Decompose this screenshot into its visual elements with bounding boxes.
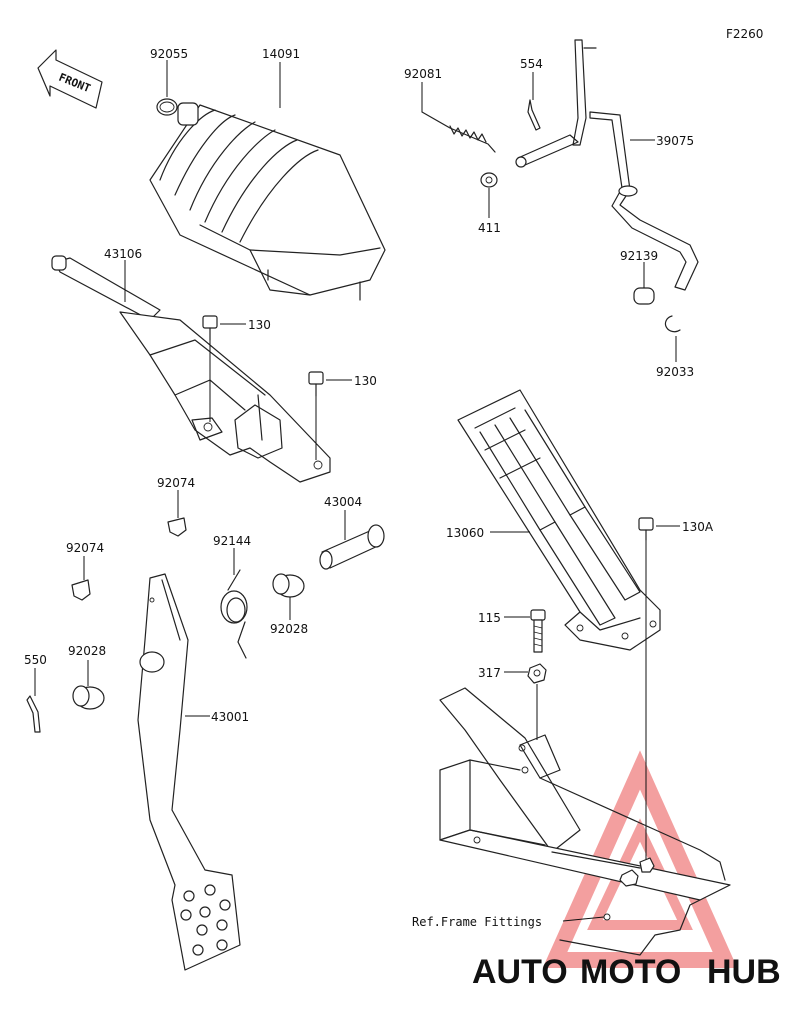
callout-130-a: 130 (248, 318, 271, 332)
callout-550: 550 (24, 653, 47, 667)
callout-39075: 39075 (656, 134, 694, 148)
cotter-pin-554 (527, 99, 541, 131)
callout-92055: 92055 (150, 47, 188, 61)
callout-554: 554 (520, 57, 543, 71)
front-arrow-icon: FRONT (37, 49, 103, 109)
frame-fittings (439, 687, 731, 956)
watermark-auto: AUTO (472, 953, 568, 991)
callout-317: 317 (478, 666, 501, 680)
callout-92074-b: 92074 (66, 541, 104, 555)
callout-14091: 14091 (262, 47, 300, 61)
cover-14091 (149, 102, 386, 301)
callout-130A: 130A (682, 520, 714, 534)
callout-13060: 13060 (446, 526, 484, 540)
callout-411: 411 (478, 221, 501, 235)
bolt-130-a (202, 315, 218, 422)
bushing-92028-b (72, 685, 105, 710)
lever-43106 (51, 255, 331, 483)
watermark-moto: MOTO (580, 953, 681, 991)
watermark-hub: HUB (707, 953, 781, 991)
spring-92081 (421, 111, 496, 153)
callout-92033: 92033 (656, 365, 694, 379)
o-ring-92055 (156, 98, 178, 116)
rod-39075 (515, 39, 699, 291)
callout-92074-a: 92074 (157, 476, 195, 490)
bolt-130A (638, 517, 654, 860)
bolt-115 (530, 609, 546, 653)
callout-130-b: 130 (354, 374, 377, 388)
bushing-92028-a (272, 573, 305, 598)
washer-411 (480, 172, 498, 188)
brake-pedal-43001 (137, 573, 241, 971)
callout-92144: 92144 (213, 534, 251, 548)
callout-92139: 92139 (620, 249, 658, 263)
figure-code: F2260 (726, 27, 763, 41)
callout-92028-a: 92028 (270, 622, 308, 636)
stopper-92074-a (167, 517, 187, 537)
callout-43106: 43106 (104, 247, 142, 261)
pedal-pad-holes (180, 884, 231, 956)
bolt-130-b (308, 371, 324, 460)
callout-92028-b: 92028 (68, 644, 106, 658)
callout-115: 115 (478, 611, 501, 625)
accelerator-pedal-13060 (457, 389, 661, 651)
stopper-92074-b (71, 579, 91, 601)
callout-43004: 43004 (324, 495, 362, 509)
reference-note: Ref.Frame Fittings (412, 915, 542, 929)
callout-43001: 43001 (211, 710, 249, 724)
snap-ring-92033 (664, 315, 681, 333)
pin-43004 (319, 524, 385, 570)
callout-92081: 92081 (404, 67, 442, 81)
collar-92139 (633, 287, 655, 305)
spring-92144 (220, 569, 248, 659)
nut-317 (527, 663, 547, 740)
cotter-pin-550 (26, 695, 41, 733)
